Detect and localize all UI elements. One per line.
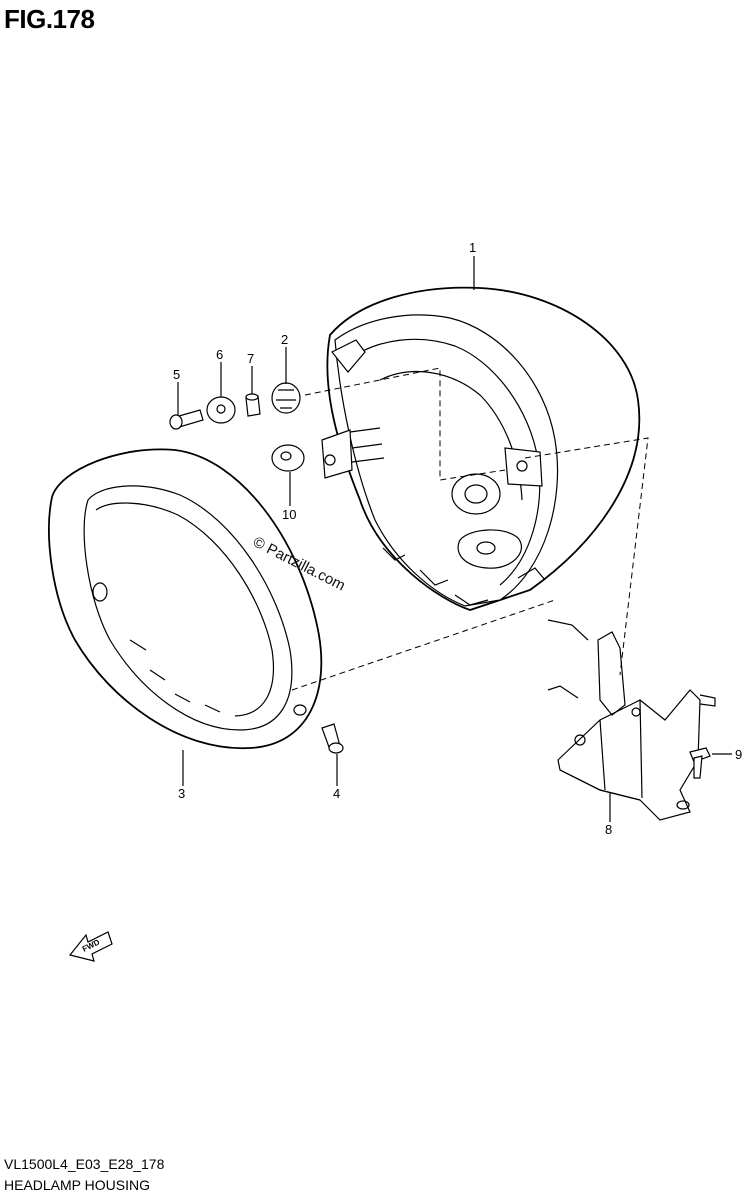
- callout-8: 8: [605, 822, 612, 837]
- callout-7: 7: [247, 351, 254, 366]
- callout-4: 4: [333, 786, 340, 801]
- leader-lines: [177, 256, 732, 822]
- headlamp-rim[interactable]: [48, 448, 323, 750]
- screw-4[interactable]: [321, 723, 344, 754]
- callout-1: 1: [469, 240, 476, 255]
- callout-2: 2: [281, 332, 288, 347]
- figure-title: FIG.178: [4, 4, 95, 34]
- assembly-guide-lines: [291, 367, 649, 691]
- bolt-5[interactable]: [169, 409, 204, 430]
- cushion-2[interactable]: [271, 382, 301, 414]
- callout-3: 3: [178, 786, 185, 801]
- callout-labels: 1 2 3 4 5 6 7 8 9 10: [173, 240, 742, 837]
- callout-10: 10: [282, 507, 296, 522]
- callout-5: 5: [173, 367, 180, 382]
- callout-6: 6: [216, 347, 223, 362]
- figure-model-code: VL1500L4_E03_E28_178: [4, 1156, 165, 1172]
- washer-6[interactable]: [206, 396, 236, 424]
- headlamp-bracket[interactable]: [547, 619, 716, 821]
- grommet-10[interactable]: [271, 444, 305, 472]
- callout-9: 9: [735, 747, 742, 762]
- figure-name: HEADLAMP HOUSING: [4, 1177, 150, 1193]
- collar-7[interactable]: [245, 393, 261, 417]
- headlamp-housing-shell[interactable]: [321, 286, 641, 611]
- fwd-direction-icon: FWD: [68, 931, 113, 962]
- bolt-9[interactable]: [689, 747, 711, 779]
